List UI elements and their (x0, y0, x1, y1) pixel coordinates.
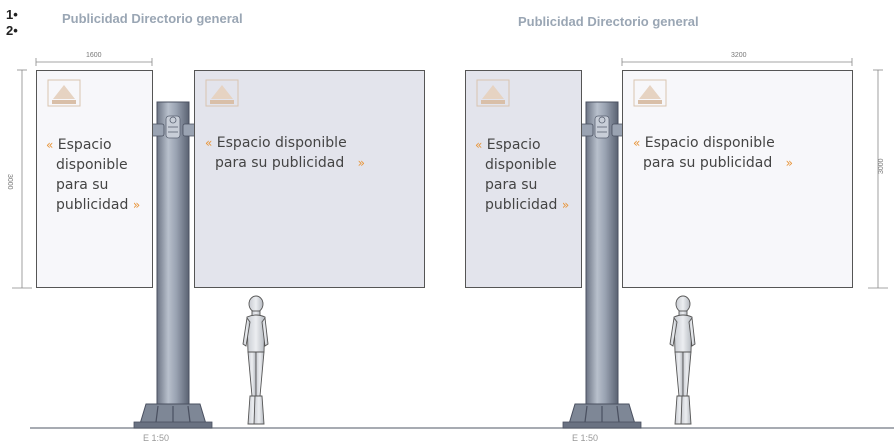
panel-2-right-text-2: para su publicidad (643, 155, 773, 171)
panel-1-width-dimension (35, 58, 153, 66)
panel-2-height-dimension (868, 69, 888, 289)
panel-2-width-label: 3200 (731, 52, 747, 59)
panel-2-right-text-1: Espacio disponible (644, 135, 775, 151)
panel-2-right-board: « Espacio disponible para su publicidad … (622, 70, 853, 288)
support-pole-icon (562, 101, 642, 429)
panel-2-left-text-3: para su (485, 177, 538, 193)
panel-1-right-board: « Espacio disponible para su publicidad … (194, 70, 425, 288)
quote-close: » (785, 156, 793, 170)
panel-1-width-label: 1600 (86, 52, 102, 59)
quote-open: « (205, 136, 213, 150)
panel-2-left-board: « Espacio disponible para su publicidad … (465, 70, 582, 288)
panel-1-height-dimension (12, 69, 32, 289)
panel-1-left-text-4: publicidad (56, 197, 129, 213)
support-pole-icon (133, 101, 213, 429)
quote-open: « (475, 138, 483, 152)
panel-2-left-text-4: publicidad (485, 197, 558, 213)
panel-2-width-dimension (621, 58, 853, 66)
quote-close: » (132, 198, 141, 212)
panel-1-right-text-1: Espacio disponible (216, 135, 347, 151)
coat-of-arms-icon (165, 115, 181, 139)
marker-1: 1• (6, 7, 18, 22)
panel-1-left-board: « Espacio disponible para su publicidad … (36, 70, 153, 288)
panel-1-scale: E 1:50 (143, 433, 170, 443)
coat-of-arms-icon (594, 115, 610, 139)
municipal-logo-icon (205, 79, 239, 107)
panel-1-left-text-3: para su (56, 177, 109, 193)
panel-2-left-text-1: Espacio (486, 137, 541, 153)
human-figure-icon (669, 295, 696, 425)
human-figure-icon (242, 295, 269, 425)
municipal-logo-icon (633, 79, 667, 107)
municipal-logo-icon (476, 79, 510, 107)
panel-2-title: Publicidad Directorio general (518, 14, 699, 29)
panel-2-height-label: 3000 (878, 158, 885, 174)
municipal-logo-icon (47, 79, 81, 107)
marker-2: 2• (6, 23, 18, 38)
panel-1-height-label: 3000 (6, 174, 13, 190)
quote-open: « (633, 136, 641, 150)
panel-1-title: Publicidad Directorio general (62, 11, 243, 26)
quote-open: « (46, 138, 54, 152)
quote-close: » (357, 156, 365, 170)
panel-1-left-text-1: Espacio (57, 137, 112, 153)
panel-2-left-text-2: disponible (485, 157, 557, 173)
panel-2-scale: E 1:50 (572, 433, 599, 443)
quote-close: » (561, 198, 570, 212)
panel-1-left-text-2: disponible (56, 157, 128, 173)
panel-1-right-text-2: para su publicidad (215, 155, 345, 171)
